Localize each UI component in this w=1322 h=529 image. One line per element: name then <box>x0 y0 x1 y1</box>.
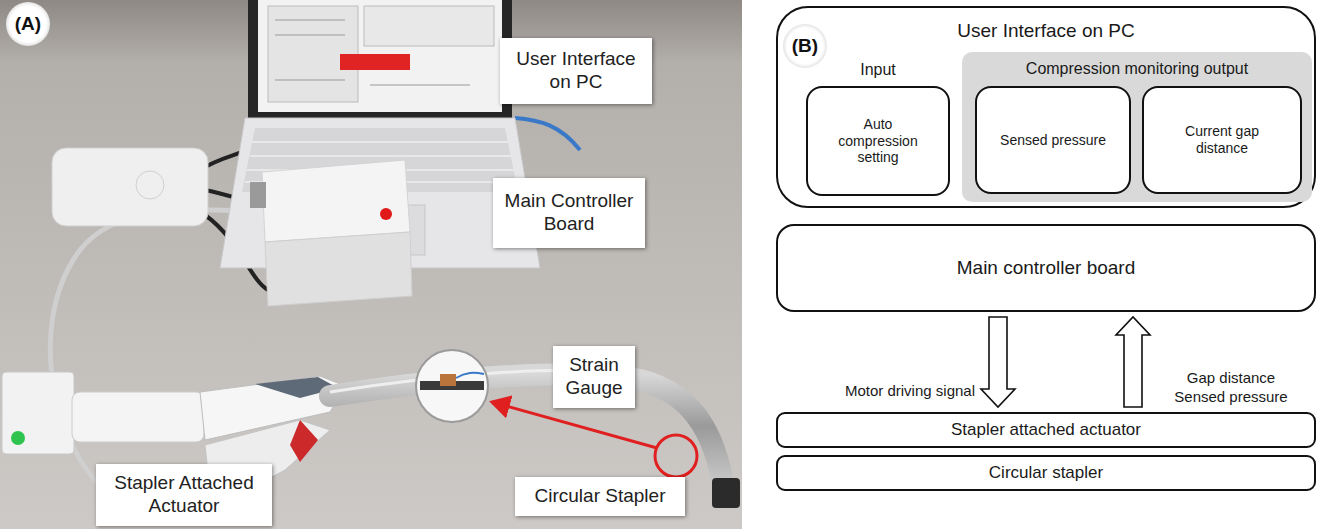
actuator-cylinder <box>72 392 204 442</box>
ui-panel <box>364 6 494 46</box>
edge-label: Gap distance Sensed pressure <box>1158 368 1304 408</box>
ui-button <box>340 54 410 70</box>
callout-tag: Stapler Attached Actuator <box>96 464 272 526</box>
panel-label: (A) <box>6 2 50 46</box>
ui-line <box>275 35 345 36</box>
inset-wire <box>456 373 484 378</box>
node-text: Strain Gauge <box>561 354 627 400</box>
gauge-highlight-circle <box>655 435 697 477</box>
controller-box: Main controller board <box>776 224 1316 312</box>
ui-panel: User Interface on PC(B)InputAuto compres… <box>776 6 1316 208</box>
node-text: Main controller board <box>957 257 1135 280</box>
actuator-housing <box>2 372 74 454</box>
callout-tag: Strain Gauge <box>553 346 635 408</box>
actuator-led <box>11 431 25 445</box>
actuator-bar: Stapler attached actuator <box>776 412 1316 448</box>
output-box: Sensed pressure <box>975 86 1131 194</box>
stapler-bar: Circular stapler <box>776 455 1316 491</box>
ui-line <box>275 80 345 81</box>
node-text: (B) <box>792 35 818 58</box>
gauge-leader-arrow <box>492 402 657 448</box>
node-text: Input <box>808 60 948 79</box>
node-text: (A) <box>15 13 41 36</box>
stapler-shaft <box>330 374 722 478</box>
laptop-lid <box>248 0 512 118</box>
power-bank <box>52 148 208 226</box>
node-text: Auto compression setting <box>822 116 934 166</box>
laptop-screen <box>258 0 502 112</box>
node-text: Stapler attached actuator <box>951 420 1141 440</box>
node-text: Sensed pressure <box>1000 132 1106 149</box>
output-group: Compression monitoring outputSensed pres… <box>962 52 1312 202</box>
callout-tag: Circular Stapler <box>515 477 685 516</box>
gauge-inset <box>416 350 488 422</box>
block-arrow <box>981 317 1015 407</box>
input-box: InputAuto compression setting <box>806 86 950 196</box>
edge-label: Motor driving signal <box>800 381 978 402</box>
callout-tag: Main Controller Board <box>493 178 645 248</box>
controller-led <box>380 208 392 220</box>
callout-tag: User Interface on PC <box>500 38 652 104</box>
power-bank-mark <box>136 171 164 199</box>
panel-label: (B) <box>783 24 827 68</box>
controller-box-front <box>265 232 412 306</box>
controller-box-top <box>262 160 410 242</box>
ui-line <box>370 85 470 86</box>
inset-gauge <box>440 374 456 386</box>
node-text: Stapler Attached Actuator <box>104 472 264 518</box>
block-arrow <box>1116 317 1150 407</box>
table-surface <box>0 0 742 529</box>
node-text: Circular Stapler <box>535 485 666 508</box>
node-text: Current gap distance <box>1158 123 1286 157</box>
anvil-head <box>712 478 740 508</box>
node-text: Compression monitoring output <box>1026 59 1248 78</box>
output-box: Current gap distance <box>1142 86 1302 194</box>
ui-line <box>275 20 345 21</box>
usb-cable <box>515 118 580 150</box>
node-text: Main Controller Board <box>501 190 637 236</box>
node-text: User Interface on PC <box>957 20 1134 43</box>
dsub-connector <box>250 182 266 208</box>
node-text: User Interface on PC <box>508 48 644 94</box>
stapler-trigger <box>290 420 318 462</box>
node-text: Circular stapler <box>989 463 1103 483</box>
